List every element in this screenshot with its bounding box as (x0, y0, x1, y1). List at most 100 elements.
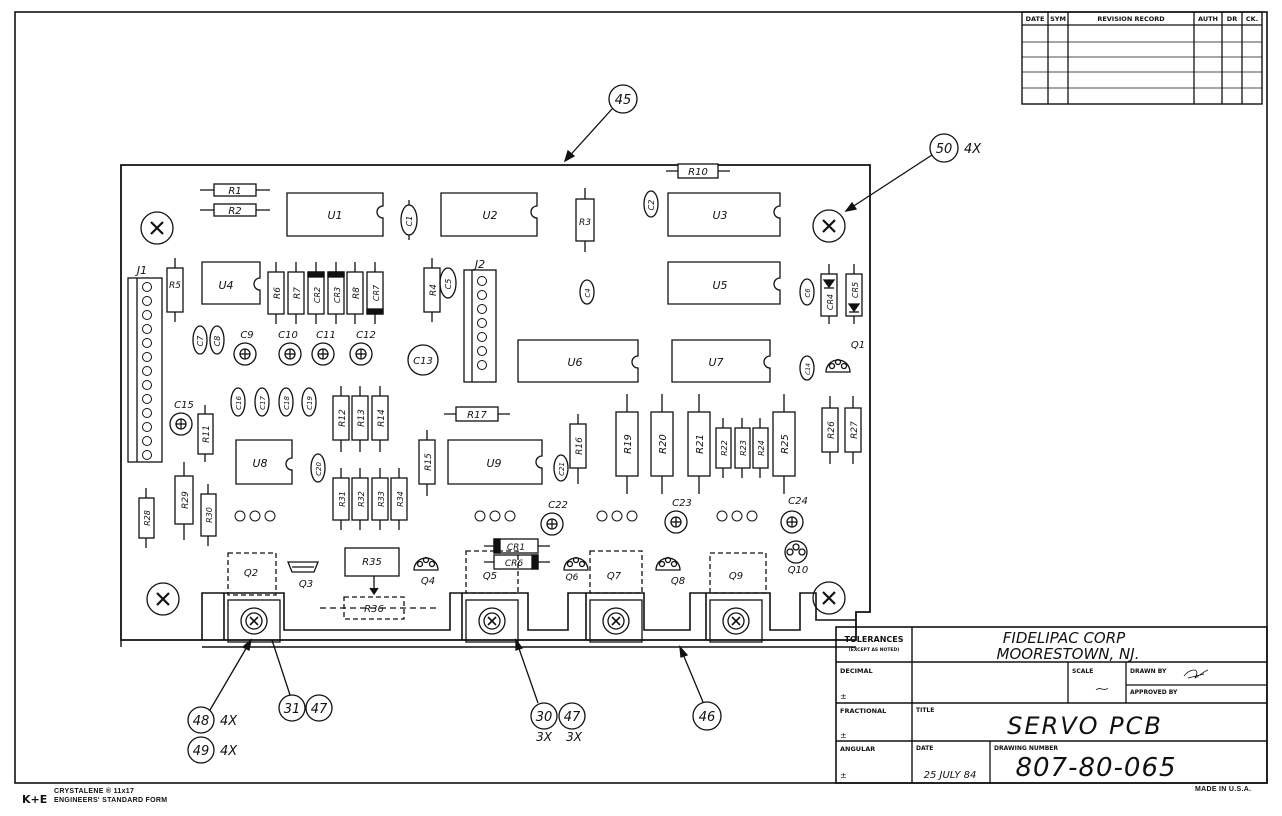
title-label: TITLE (916, 707, 934, 714)
label-r26: R26 (827, 421, 837, 439)
label-r22: R22 (720, 440, 729, 456)
callout-48-qty: 4X (220, 714, 238, 729)
drawn-by-label: DRAWN BY (1130, 668, 1167, 675)
label-c23: C23 (672, 498, 692, 509)
date-value: 25 JULY 84 (924, 770, 977, 781)
label-r28: R28 (143, 510, 152, 526)
label-q2: Q2 (244, 568, 258, 579)
label-u4: U4 (218, 279, 233, 292)
angular-pm: ± (840, 771, 847, 780)
label-r19: R19 (623, 434, 634, 454)
label-c8: C8 (213, 336, 222, 347)
label-cr6: CR6 (505, 559, 524, 569)
fractional-pm: ± (840, 731, 847, 740)
decimal-pm: ± (840, 692, 847, 701)
label-r15: R15 (424, 453, 434, 471)
label-u6: U6 (567, 356, 582, 369)
callout-45: 45 (615, 93, 632, 108)
label-q3: Q3 (299, 579, 313, 590)
callout-47b-qty: 3X (566, 730, 583, 744)
label-c13: C13 (413, 356, 433, 367)
label-r5: R5 (169, 281, 181, 291)
heatsink-screws (227, 599, 763, 643)
scale-label: SCALE (1072, 668, 1093, 675)
label-c22: C22 (548, 500, 568, 511)
label-r30: R30 (205, 507, 214, 523)
resistors (138, 163, 862, 620)
connector-j1 (127, 277, 163, 463)
label-r31: R31 (338, 491, 347, 507)
label-j1: J1 (135, 264, 147, 277)
label-r35: R35 (362, 557, 382, 568)
label-c9: C9 (240, 330, 253, 341)
tolerances-label: TOLERANCES (845, 635, 904, 644)
heatsink-bar (201, 592, 856, 640)
label-c24: C24 (788, 496, 808, 507)
label-r33: R33 (377, 491, 386, 507)
label-r24: R24 (757, 440, 766, 456)
label-cr3: CR3 (333, 287, 342, 303)
label-r1: R1 (228, 186, 241, 197)
callout-labels: 45 50 4X 48 4X 49 4X 31 47 30 3X 47 3X 4… (193, 93, 983, 759)
label-c5: C5 (444, 279, 453, 290)
label-u8: U8 (252, 457, 267, 470)
callout-47b: 47 (564, 710, 581, 725)
label-u5: U5 (712, 279, 727, 292)
label-r12: R12 (338, 409, 348, 427)
label-c6: C6 (804, 288, 812, 298)
brand-line-2: ENGINEERS' STANDARD FORM (54, 797, 168, 804)
component-labels: U1 U2 U3 U4 U5 U6 U7 U8 U9 J1 J2 R1 R2 R… (135, 167, 865, 615)
label-u1: U1 (327, 209, 342, 222)
label-q8: Q8 (671, 576, 685, 587)
drawing-number-value: 807-80-065 (1015, 753, 1176, 783)
label-c21: C21 (558, 462, 566, 476)
connector-j2 (463, 269, 497, 383)
callout-46: 46 (699, 710, 716, 725)
label-r3: R3 (579, 218, 591, 228)
label-r4: R4 (429, 284, 439, 296)
label-r21: R21 (695, 434, 706, 454)
callout-31: 31 (284, 702, 301, 717)
label-c4: C4 (584, 288, 592, 297)
rev-header-dr: DR (1227, 15, 1237, 23)
label-c20: C20 (315, 462, 323, 476)
title-value: SERVO PCB (1007, 712, 1163, 740)
label-r20: R20 (658, 434, 669, 454)
label-u7: U7 (708, 356, 723, 369)
label-c15: C15 (174, 400, 194, 411)
label-c19: C19 (306, 396, 314, 410)
label-cr4: CR4 (826, 294, 835, 310)
label-cr2: CR2 (313, 287, 322, 303)
callout-30-qty: 3X (536, 730, 553, 744)
label-c16: C16 (235, 396, 243, 410)
label-c17: C17 (259, 396, 267, 410)
label-c14: C14 (805, 363, 812, 375)
label-c1: C1 (405, 216, 414, 227)
made-in-usa: MADE IN U.S.A. (1195, 786, 1252, 793)
brand-logo-text: K+E (22, 793, 47, 806)
integrated-circuits (201, 192, 781, 485)
label-c12: C12 (356, 330, 376, 341)
callout-49: 49 (193, 744, 210, 759)
approved-by-label: APPROVED BY (1130, 689, 1178, 696)
label-r25: R25 (780, 434, 791, 454)
label-cr5: CR5 (851, 282, 860, 298)
signatures (1095, 669, 1209, 691)
callout-48: 48 (193, 714, 210, 729)
label-r14: R14 (377, 409, 387, 427)
label-r13: R13 (357, 409, 367, 427)
label-c18: C18 (283, 396, 291, 410)
label-r7: R7 (293, 287, 303, 299)
callouts (187, 84, 959, 764)
label-r32: R32 (357, 491, 366, 507)
company-name: FIDELIPAC CORP (1003, 629, 1126, 647)
diodes (307, 262, 863, 570)
label-q4: Q4 (421, 576, 435, 587)
transistors (227, 358, 851, 596)
label-j2: J2 (473, 258, 485, 271)
rev-header-date: DATE (1026, 15, 1045, 23)
label-u9: U9 (486, 457, 501, 470)
label-cr7: CR7 (372, 284, 381, 301)
label-r2: R2 (228, 206, 241, 217)
